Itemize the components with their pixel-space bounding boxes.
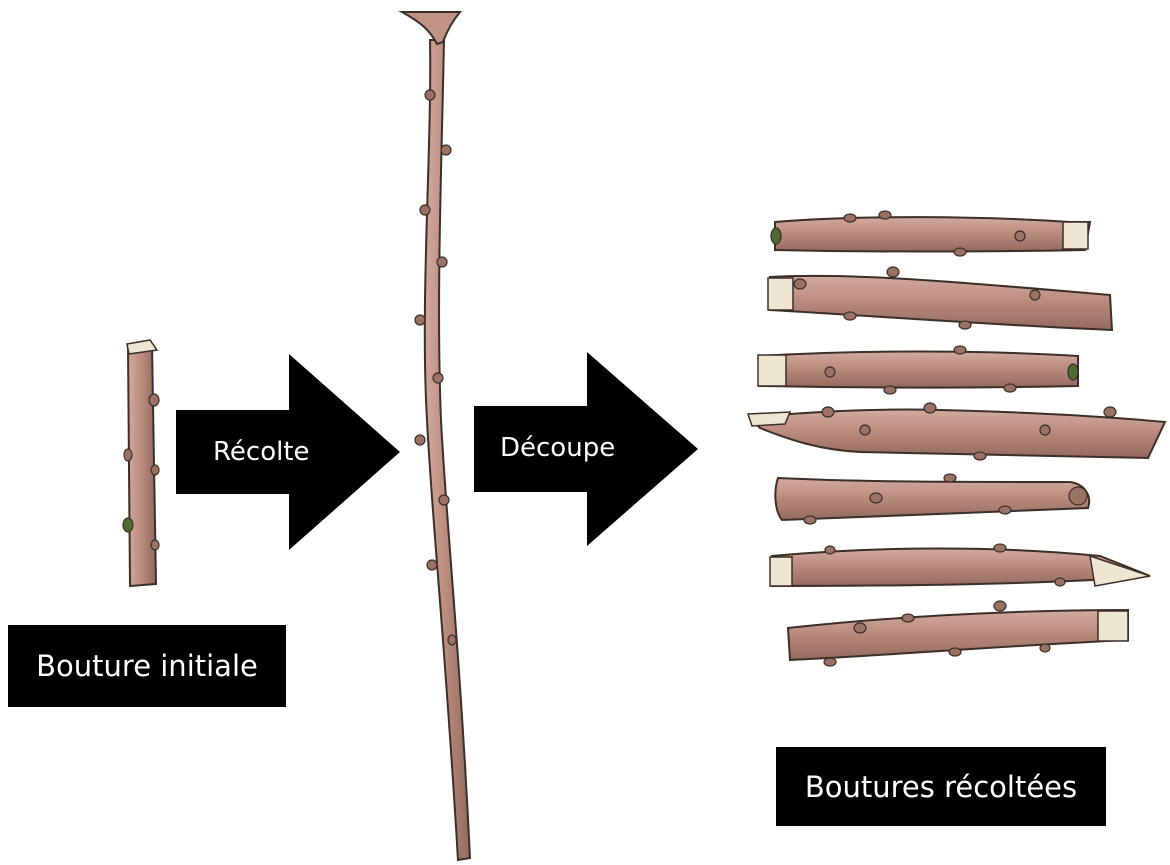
harvested-cuttings-label-text: Boutures récoltées <box>805 770 1077 804</box>
initial-cutting-label: Bouture initiale <box>8 625 286 707</box>
harvested-cutting <box>758 346 1078 394</box>
harvested-cutting <box>768 267 1112 330</box>
harvest-step-label: Récolte <box>213 437 310 467</box>
harvested-cutting <box>775 474 1089 524</box>
harvested-cutting <box>748 403 1165 460</box>
initial-cutting-stem <box>123 340 159 586</box>
initial-cutting-label-text: Bouture initiale <box>36 649 258 683</box>
cut-step-label: Découpe <box>500 433 615 463</box>
harvested-cuttings-label: Boutures récoltées <box>776 747 1106 826</box>
long-harvested-stem <box>402 12 470 860</box>
harvested-cutting <box>771 211 1090 256</box>
harvested-cutting <box>788 601 1128 666</box>
harvested-cutting <box>770 544 1150 586</box>
